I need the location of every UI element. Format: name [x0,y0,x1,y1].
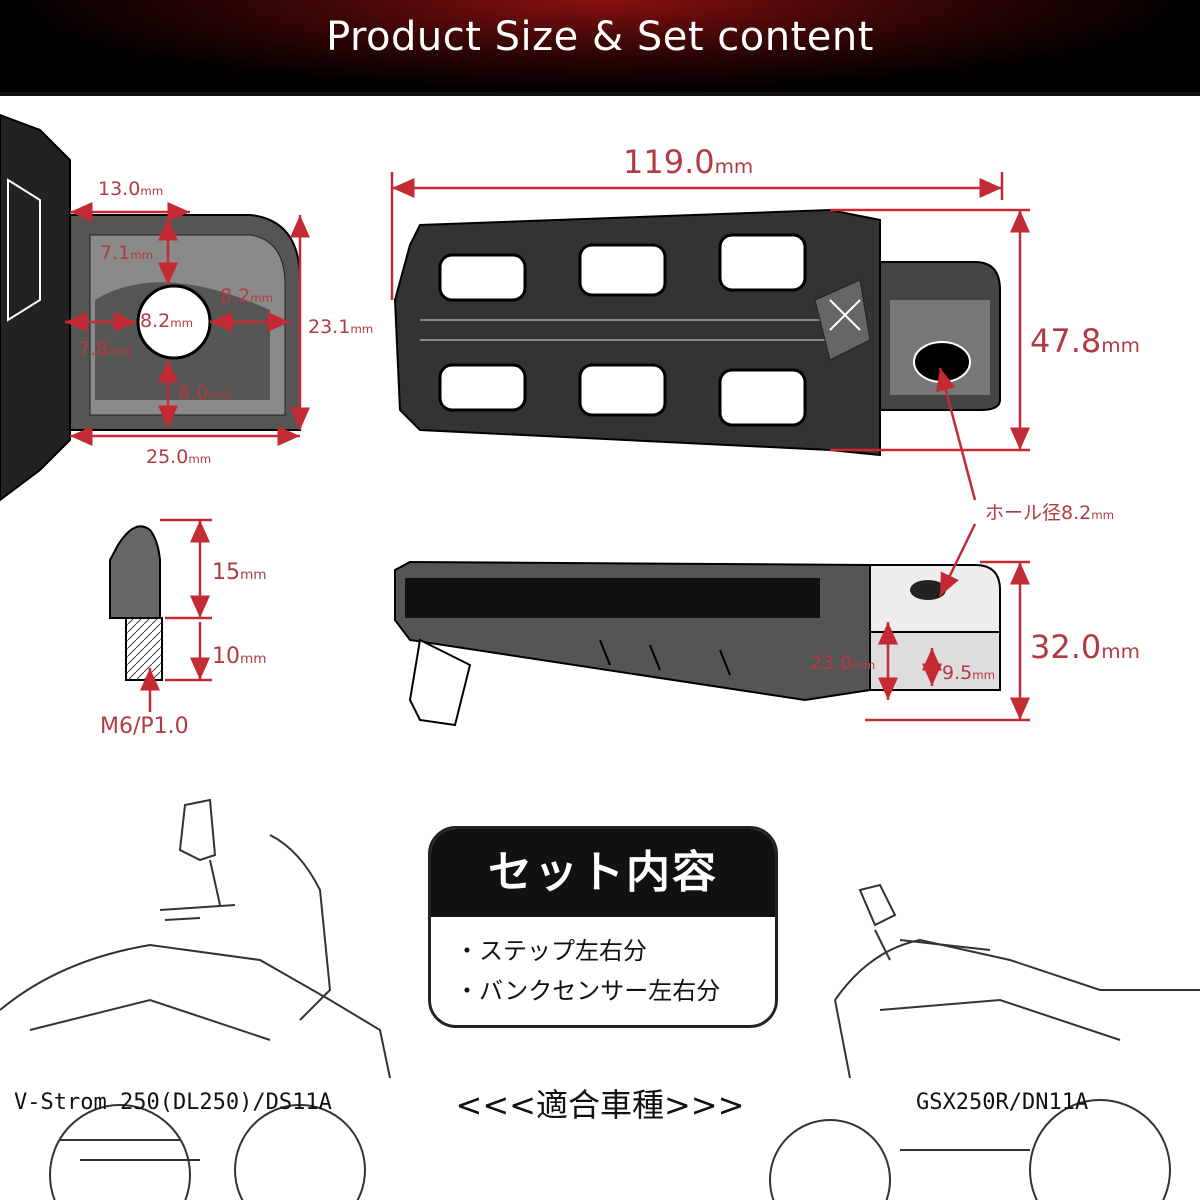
dim-bolt-head-label: 15mm [212,560,267,585]
set-content-item: ・バンクセンサー左右分 [455,977,721,1005]
dim-width-label: 47.8mm [1030,322,1140,360]
dim-height-label: 32.0mm [1030,628,1140,666]
bracket-drawing [0,113,301,502]
motorcycle-left-illustration [0,798,391,1200]
hole-diameter-label: ホール径8.2mm [985,502,1115,524]
motorcycle-right-illustration [769,883,1200,1200]
dim-bracket-top-label: 13.0mm [98,178,164,200]
dim-bolt-thread-label: 10mm [212,644,267,669]
compatible-models-label: <<<適合車種>>> [455,1086,745,1124]
page-title: Product Size & Set content [326,14,874,60]
dim-bracket-left-label: 7.8mm [78,338,132,360]
dim-bracket-hole-label: 8.2mm [140,310,194,332]
dim-length-label: 119.0mm [623,143,754,181]
set-content-box: セット内容 ・ステップ左右分 ・バンクセンサー左右分 [428,826,778,1028]
compatible-model-right: GSX250R/DN11A [916,1090,1089,1115]
set-content-item: ・ステップ左右分 [455,937,647,965]
dim-bracket-height-label: 23.1mm [308,316,374,338]
dim-bracket-hole-right-label: 8.2mm [220,285,274,307]
dim-bracket-upper-label: 7.1mm [100,242,154,264]
set-content-title: セット内容 [431,829,775,917]
bolt-spec-label: M6/P1.0 [100,714,189,739]
footpeg-top-drawing [393,208,1001,457]
bolt-drawing [109,525,163,681]
compatible-model-left: V-Strom 250(DL250)/DS11A [14,1090,332,1115]
footpeg-side-drawing [394,560,1001,727]
dim-bracket-lower-label: 8.0mm [178,382,232,404]
dim-side-offset-label: 9.5mm [942,662,996,684]
dimension-lines [65,172,1030,722]
header-banner: Product Size & Set content [0,0,1200,96]
dim-bracket-bottom-label: 25.0mm [146,446,212,468]
dim-side-height-label: 23.0mm [810,652,876,674]
